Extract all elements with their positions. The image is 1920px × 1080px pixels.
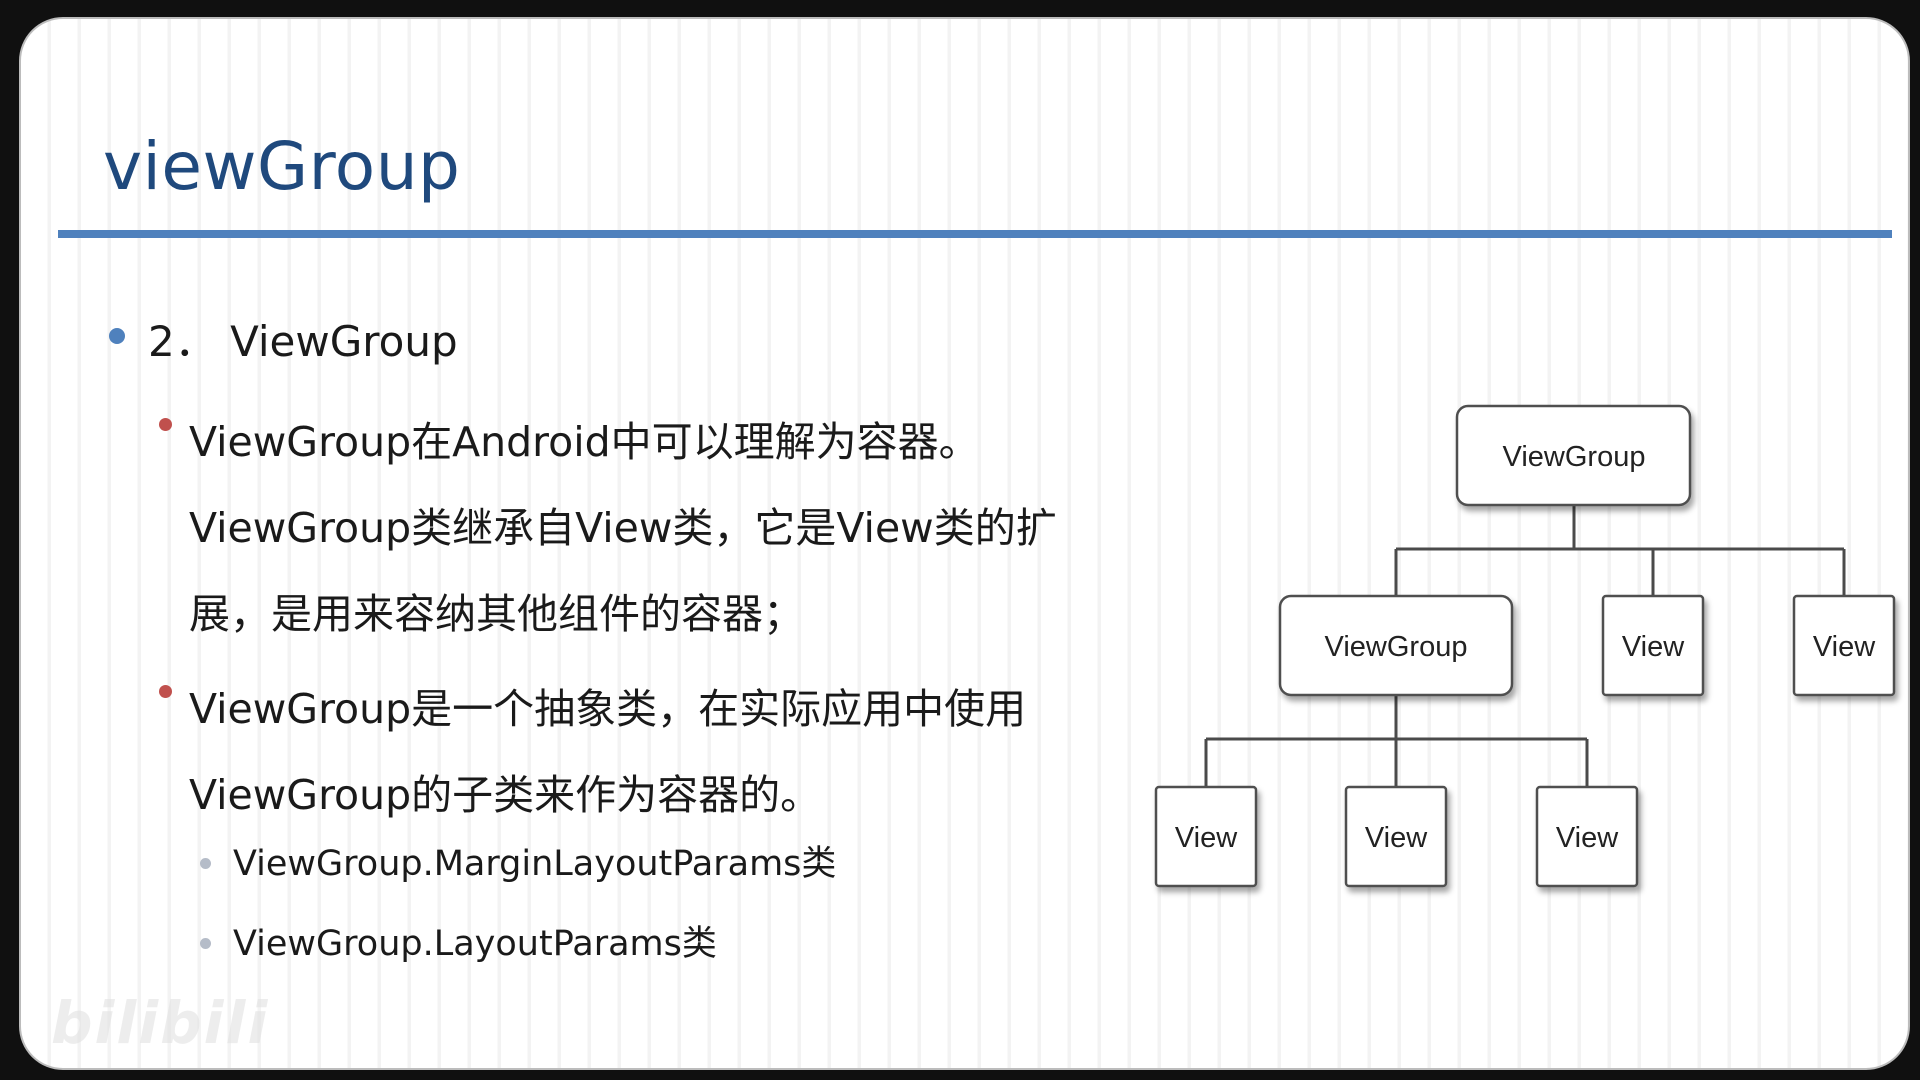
subpoint-1: ViewGroup.MarginLayoutParams类: [233, 844, 837, 884]
point-2-line-2: ViewGroup的子类来作为容器的。: [189, 771, 822, 819]
viewgroup-hierarchy-diagram: ViewGroup ViewGroup View View View View …: [1154, 404, 1896, 888]
bullet-level2-icon: [159, 418, 172, 431]
bullet-level2-icon: [159, 685, 172, 698]
diagram-node-label: ViewGroup: [1503, 441, 1646, 473]
point-2: ViewGroup是一个抽象类，在实际应用中使用 ViewGroup的子类来作为…: [189, 666, 1169, 838]
bullet-level3-icon: [200, 938, 211, 949]
title-rule: [58, 230, 1892, 238]
diagram-node-level2-viewgroup: ViewGroup: [1278, 594, 1514, 697]
diagram-node-label: View: [1622, 631, 1685, 663]
point-1-line-3: 展，是用来容纳其他组件的容器；: [189, 590, 804, 638]
heading-item: 2． ViewGroup: [148, 317, 458, 366]
bullet-level3-icon: [200, 858, 211, 869]
diagram-connectors: [1204, 505, 1846, 787]
point-1-line-1: ViewGroup在Android中可以理解为容器。: [189, 418, 980, 466]
bullet-level1-icon: [109, 328, 125, 344]
watermark-logo: bilibili: [51, 989, 270, 1057]
subpoint-2: ViewGroup.LayoutParams类: [233, 924, 717, 964]
diagram-node-level3-view: View: [1344, 785, 1448, 888]
diagram-node-level2-view: View: [1792, 594, 1896, 697]
diagram-node-level3-view: View: [1154, 785, 1258, 888]
slide: viewGroup 2． ViewGroup ViewGroup在Android…: [19, 17, 1910, 1070]
diagram-node-level3-view: View: [1535, 785, 1639, 888]
diagram-node-label: View: [1365, 822, 1428, 854]
slide-title: viewGroup: [103, 128, 461, 205]
point-1-line-2: ViewGroup类继承自View类，它是View类的扩: [189, 504, 1057, 552]
diagram-node-label: View: [1813, 631, 1876, 663]
diagram-node-root: ViewGroup: [1455, 404, 1692, 507]
diagram-node-label: View: [1556, 822, 1619, 854]
diagram-node-label: View: [1175, 822, 1238, 854]
point-1: ViewGroup在Android中可以理解为容器。 ViewGroup类继承自…: [189, 399, 1169, 657]
diagram-node-level2-view: View: [1601, 594, 1705, 697]
diagram-node-label: ViewGroup: [1325, 631, 1468, 663]
point-2-line-1: ViewGroup是一个抽象类，在实际应用中使用: [189, 685, 1027, 733]
